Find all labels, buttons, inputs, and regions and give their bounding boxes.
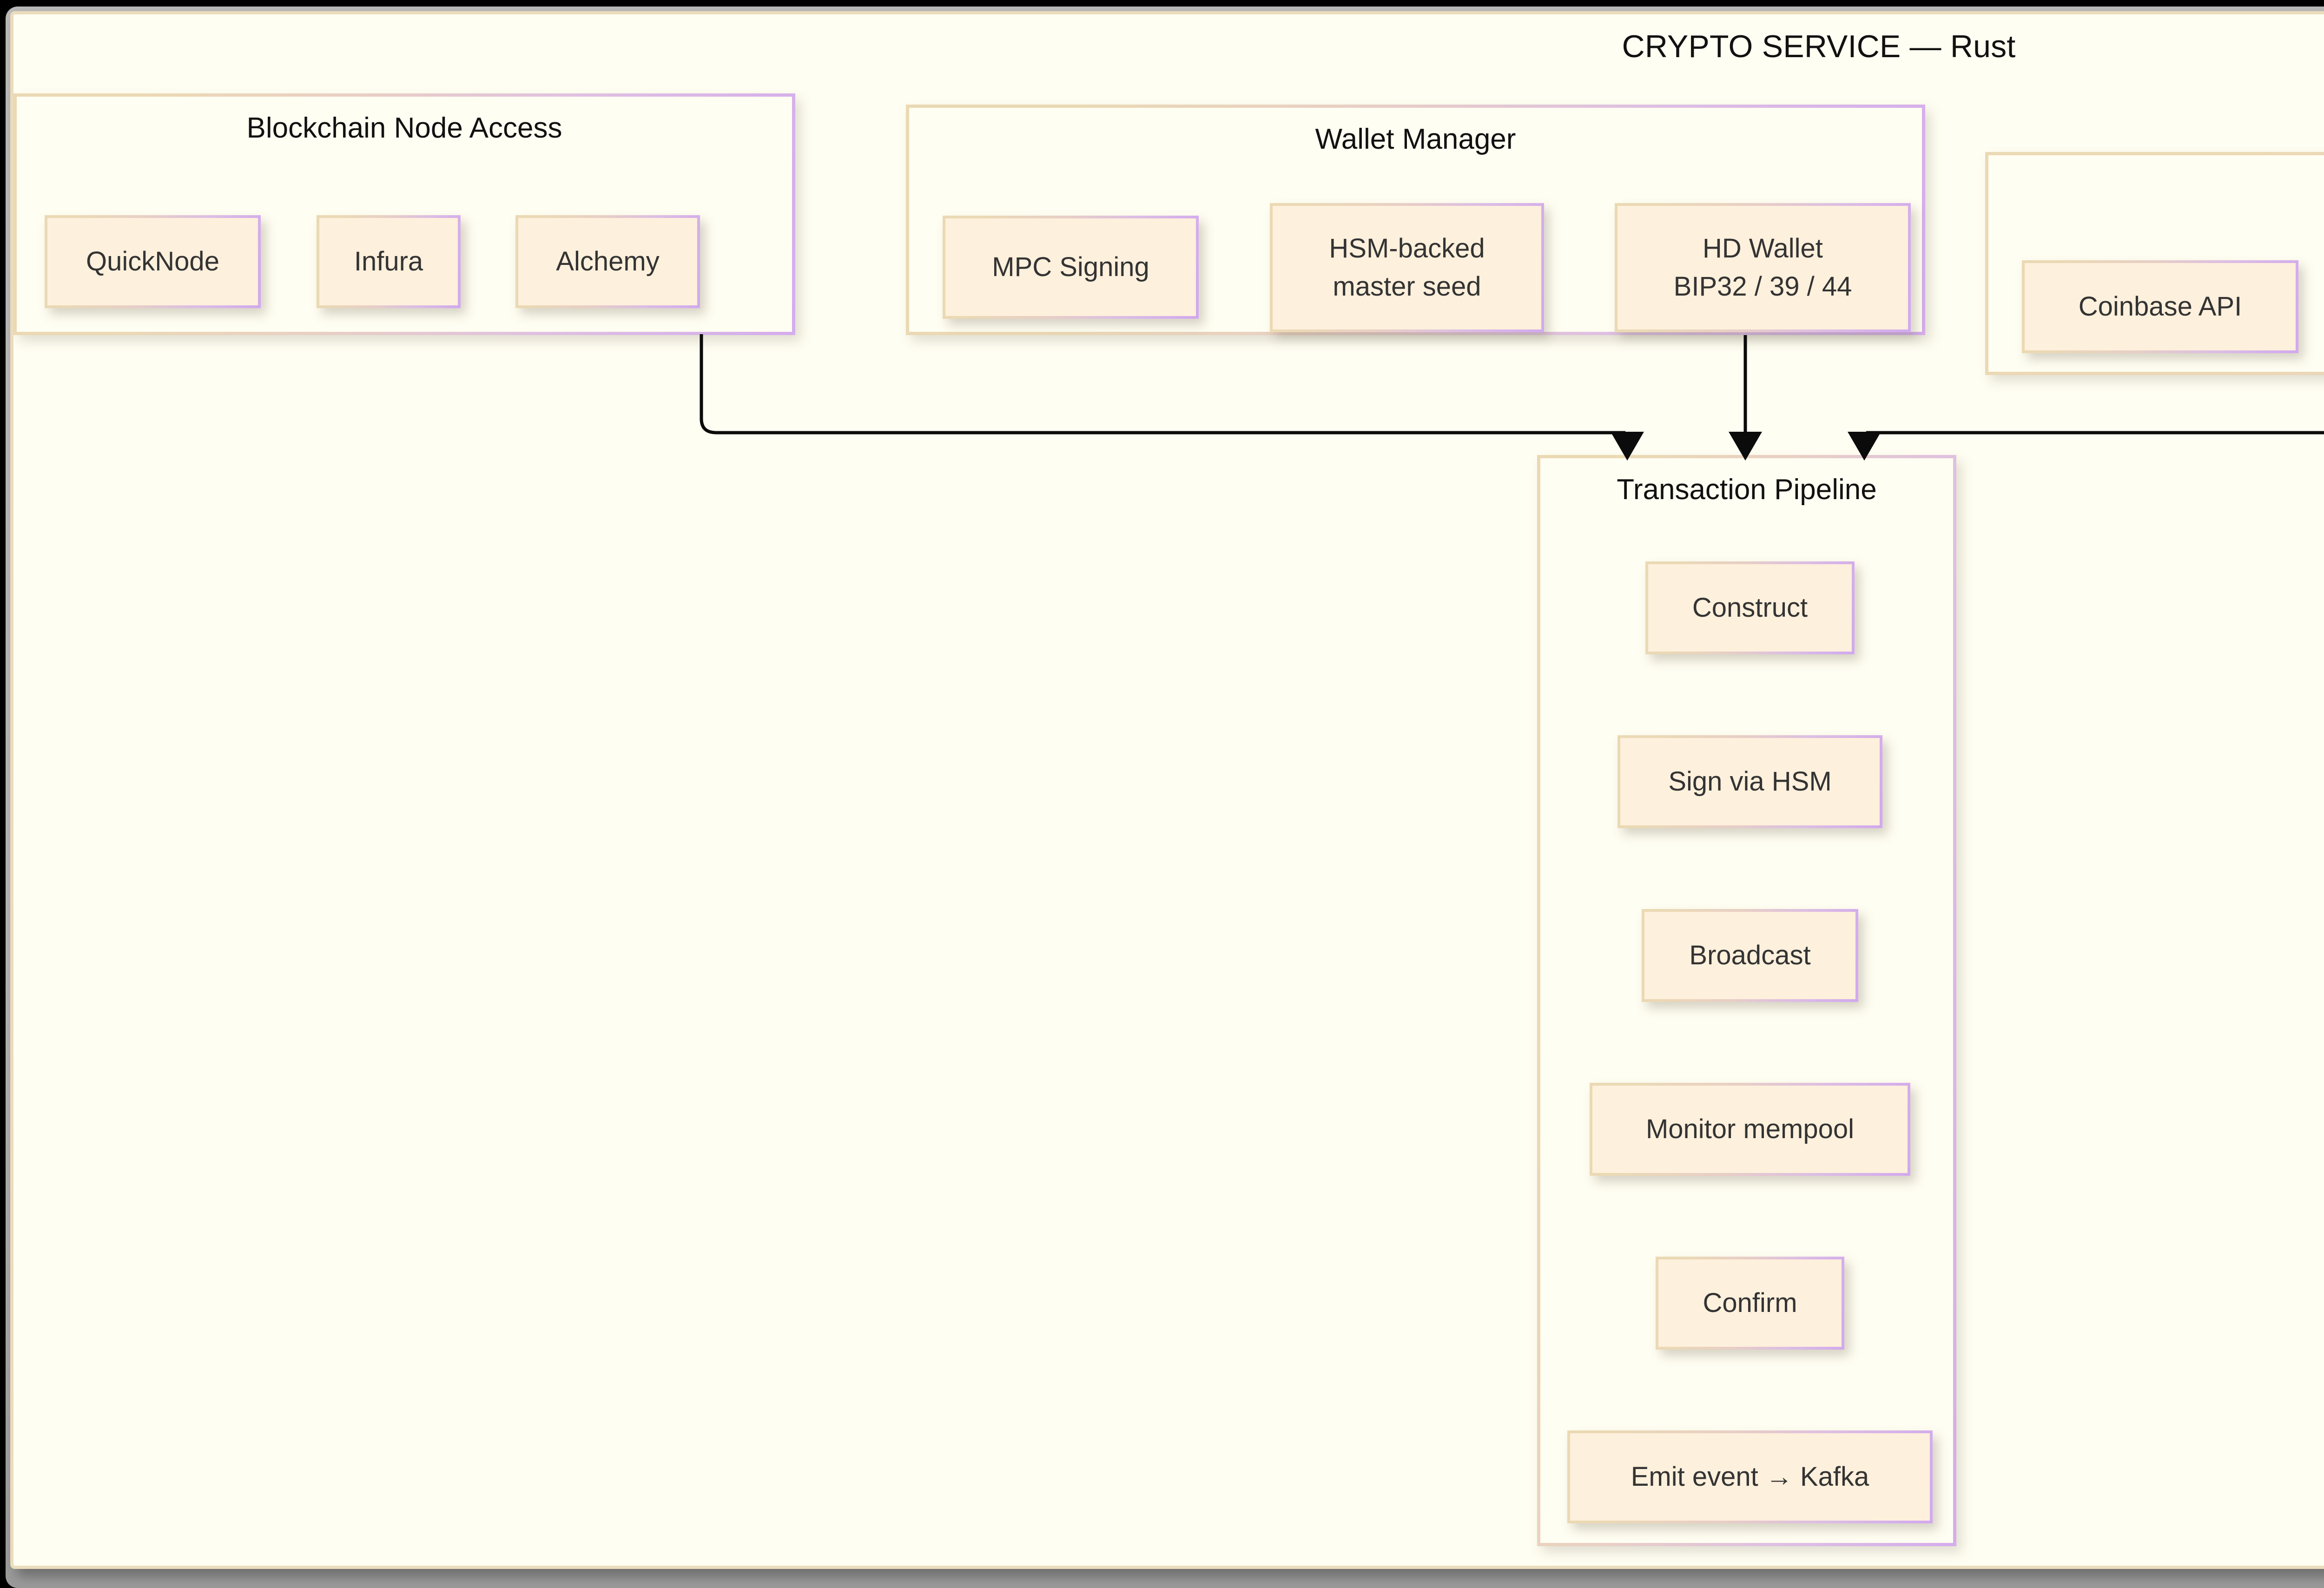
group-blockchain-node-access: Blockchain Node Access QuickNode Infura … — [13, 93, 795, 335]
node-coinbase-api[interactable]: Coinbase API — [2022, 260, 2298, 353]
node-quicknode[interactable]: QuickNode — [45, 215, 261, 308]
diagram-title: CRYPTO SERVICE — Rust — [1622, 29, 2016, 64]
node-construct[interactable]: Construct — [1645, 561, 1855, 654]
group-transaction-pipeline: Transaction Pipeline Construct Sign via … — [1537, 455, 1956, 1546]
group-wallet-manager: Wallet Manager MPC Signing HSM-backed ma… — [906, 105, 1925, 335]
group-title-exchange-connector: Exchange Connector — [1988, 170, 2324, 203]
group-exchange-connector: Exchange Connector Coinbase API Binance … — [1985, 152, 2324, 375]
node-sign-via-hsm[interactable]: Sign via HSM — [1618, 735, 1882, 828]
diagram-canvas: CRYPTO SERVICE — Rust Blockchain Node Ac… — [10, 11, 2324, 1569]
group-title-transaction-pipeline: Transaction Pipeline — [1617, 474, 1877, 506]
node-monitor-mempool[interactable]: Monitor mempool — [1590, 1083, 1910, 1176]
edge-hd-wallet-to-transaction-pipeline — [1729, 335, 1762, 461]
group-title-blockchain-node-access: Blockchain Node Access — [246, 112, 562, 144]
group-title-wallet-manager: Wallet Manager — [1315, 123, 1516, 155]
node-infura[interactable]: Infura — [317, 215, 461, 308]
node-emit-event-kafka[interactable]: Emit event → Kafka — [1567, 1430, 1933, 1523]
node-hd-wallet[interactable]: HD Wallet BIP32 / 39 / 44 — [1615, 203, 1911, 332]
node-hsm-master-seed[interactable]: HSM-backed master seed — [1270, 203, 1544, 332]
node-mpc-signing[interactable]: MPC Signing — [943, 216, 1199, 319]
node-confirm[interactable]: Confirm — [1656, 1257, 1844, 1350]
edge-alchemy-to-transaction-pipeline — [700, 334, 1644, 461]
node-alchemy[interactable]: Alchemy — [515, 215, 700, 308]
node-broadcast[interactable]: Broadcast — [1642, 909, 1858, 1002]
